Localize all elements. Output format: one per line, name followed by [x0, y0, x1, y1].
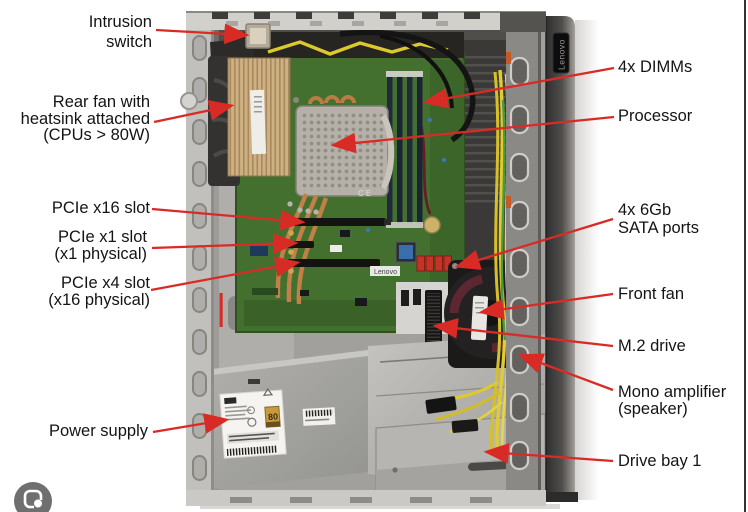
cpu-heatsink [295, 95, 395, 197]
label-pcie-x16: PCIe x16 slot [51, 199, 150, 217]
psu: 80 [204, 350, 368, 490]
ce-mark-text: CE [358, 189, 373, 198]
arrow-processor [330, 115, 615, 154]
label-pcie-x1: PCIe x1 slot (x1 physical) [54, 228, 147, 263]
annotation-arrows [150, 23, 615, 464]
rear-fan-heatsink [208, 38, 291, 186]
arrow-pcie-x4 [150, 256, 301, 292]
arrow-power-supply [152, 413, 230, 434]
image-search-button[interactable] [14, 482, 52, 512]
arrow-m2-drive [432, 318, 614, 348]
orange-clip [506, 52, 511, 64]
arrow-pcie-x1 [151, 233, 299, 255]
arrow-front-fan [478, 292, 614, 320]
case-shadow [575, 20, 599, 500]
power-connector [425, 396, 457, 414]
psu-sticker [302, 407, 336, 426]
psu-label: 80 [219, 387, 287, 459]
label-pcie-x4: PCIe x4 slot (x16 physical) [48, 274, 150, 309]
google-lens-icon [23, 489, 44, 510]
label-m2-drive: M.2 drive [618, 337, 686, 355]
front-chassis-rail [506, 28, 541, 500]
arrow-intrusion-switch [155, 23, 250, 45]
lenovo-badge [552, 32, 570, 74]
label-power-supply: Power supply [48, 422, 148, 440]
arrow-dimms [422, 66, 615, 109]
arrow-drive-bay-1 [483, 443, 614, 464]
arrow-sata-ports [454, 217, 614, 270]
silkscreen-badge [370, 266, 400, 276]
label-mono-amplifier: Mono amplifier (speaker) [618, 383, 727, 418]
label-front-fan: Front fan [618, 285, 685, 303]
arrow-rear-fan [153, 100, 235, 124]
cmos-battery [423, 216, 441, 234]
thumbscrew-hole [180, 92, 198, 110]
heatsink-label [249, 89, 267, 155]
red-marker-bar [219, 293, 223, 327]
orange-clip [506, 196, 511, 208]
label-sata-ports: 4x 6Gb SATA ports [618, 201, 700, 237]
label-intrusion-switch: Intrusion switch [88, 13, 152, 51]
panel-divider [744, 0, 746, 512]
label-rear-fan: Rear fan with heatsink attached (CPUs > … [20, 93, 150, 144]
motherboard-silkscreen-text: Lenovo [374, 269, 397, 276]
psu-80plus-text: 80 [268, 411, 279, 422]
front-bezel: Lenovo [540, 16, 578, 502]
arrow-mono-amplifier [517, 353, 614, 392]
lenovo-badge-text: Lenovo [557, 39, 567, 70]
label-dimms: 4x DIMMs [618, 58, 693, 76]
arrow-pcie-x16 [151, 207, 306, 231]
label-drive-bay-1: Drive bay 1 [618, 452, 702, 470]
intrusion-switch [245, 23, 271, 49]
label-processor: Processor [618, 107, 693, 125]
floor-shadow [200, 504, 560, 509]
yellow-cable-top [267, 40, 449, 56]
black-cable [339, 29, 476, 143]
